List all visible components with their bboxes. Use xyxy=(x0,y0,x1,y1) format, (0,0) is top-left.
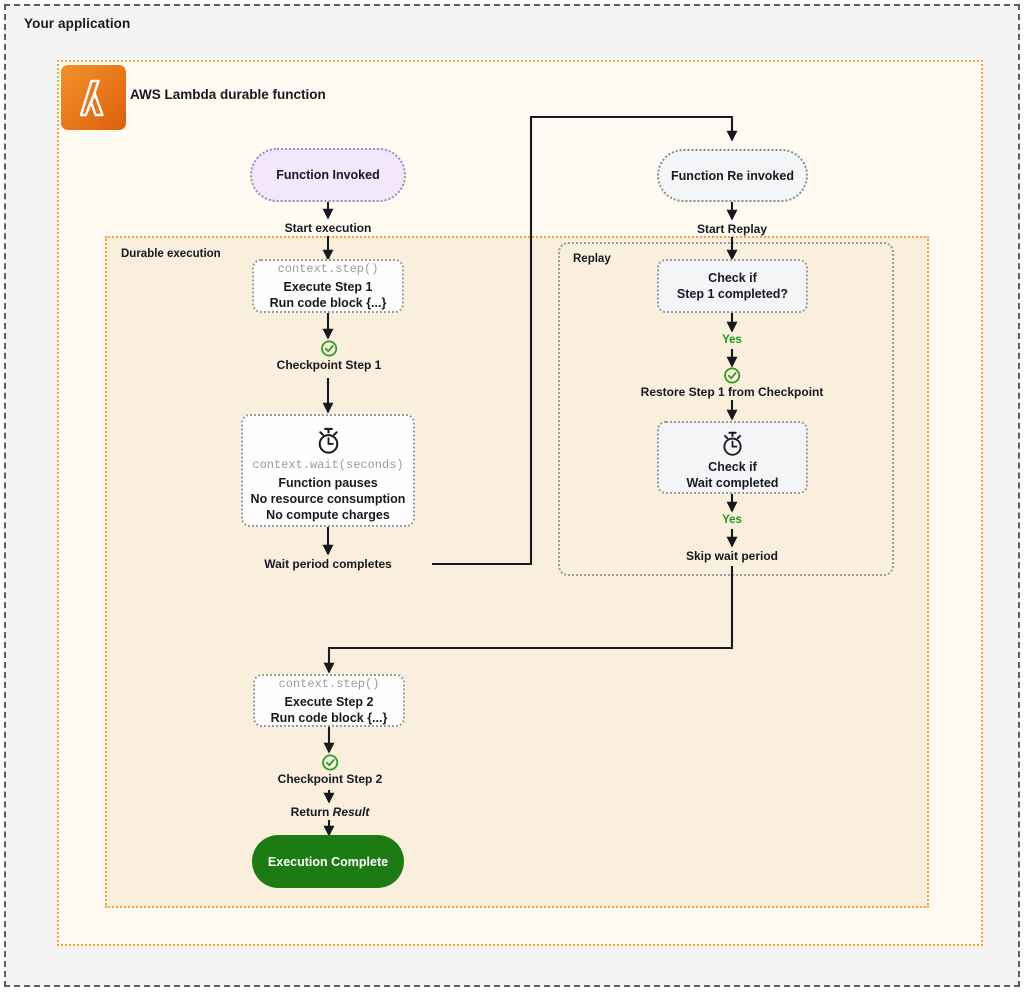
marker-checkpoint-step-2-label: Checkpoint Step 2 xyxy=(277,772,383,786)
node-context-wait-code: context.wait(seconds) xyxy=(252,458,404,472)
node-function-invoked-title: Function Invoked xyxy=(276,168,380,182)
stopwatch-icon xyxy=(315,426,342,457)
check-circle-icon xyxy=(320,340,338,357)
edge-label-start-replay: Start Replay xyxy=(696,222,768,236)
check-circle-icon xyxy=(723,367,741,384)
node-execute-step-1[interactable]: context.step() Execute Step 1 Run code b… xyxy=(252,259,404,313)
node-check-wait-line1: Check if xyxy=(708,460,757,474)
node-context-wait-line2: No resource consumption xyxy=(250,492,406,506)
node-execution-complete[interactable]: Execution Complete xyxy=(252,835,404,888)
lambda-function-label: AWS Lambda durable function xyxy=(130,87,326,102)
edge-label-wait-period-completes: Wait period completes xyxy=(264,557,392,571)
stopwatch-icon xyxy=(720,430,745,459)
group-durable-execution-label: Durable execution xyxy=(121,248,221,260)
node-execute-step-1-line2: Run code block {...} xyxy=(269,296,387,310)
node-context-wait-line3: No compute charges xyxy=(266,508,390,522)
node-function-reinvoked[interactable]: Function Re invoked xyxy=(657,149,808,202)
marker-checkpoint-step-1-label: Checkpoint Step 1 xyxy=(276,358,382,372)
node-execute-step-1-line1: Execute Step 1 xyxy=(283,280,373,294)
edge-label-skip-wait-period: Skip wait period xyxy=(685,549,779,563)
aws-lambda-icon xyxy=(61,65,126,130)
marker-checkpoint-step-1: Checkpoint Step 1 xyxy=(276,340,382,372)
group-replay-label: Replay xyxy=(573,253,611,265)
marker-checkpoint-step-2: Checkpoint Step 2 xyxy=(277,754,383,786)
node-context-wait[interactable]: context.wait(seconds) Function pauses No… xyxy=(241,414,415,527)
edge-label-return-result: Return Result xyxy=(291,805,370,819)
node-check-step-1-completed[interactable]: Check if Step 1 completed? xyxy=(657,259,808,313)
node-execute-step-2-line1: Execute Step 2 xyxy=(284,694,374,709)
marker-restore-step-1: Restore Step 1 from Checkpoint xyxy=(640,367,824,399)
node-function-invoked[interactable]: Function Invoked xyxy=(250,148,406,202)
node-execution-complete-title: Execution Complete xyxy=(267,854,389,869)
edge-label-start-execution: Start execution xyxy=(284,221,372,235)
check-circle-icon xyxy=(321,754,339,771)
marker-restore-step-1-label: Restore Step 1 from Checkpoint xyxy=(640,385,824,399)
edge-label-return-value: Result xyxy=(332,805,370,819)
node-check-wait-line2: Wait completed xyxy=(686,476,779,490)
node-execute-step-2[interactable]: context.step() Execute Step 2 Run code b… xyxy=(253,674,405,727)
node-check-step-1-line1: Check if xyxy=(708,271,757,285)
node-context-wait-line1: Function pauses xyxy=(278,476,378,490)
node-execute-step-2-code: context.step() xyxy=(278,676,380,691)
node-execute-step-2-line2: Run code block {...} xyxy=(270,710,388,725)
page-title: Your application xyxy=(24,16,131,31)
node-function-reinvoked-title: Function Re invoked xyxy=(671,168,794,183)
node-execute-step-1-code: context.step() xyxy=(277,262,379,276)
edge-label-yes-wait: Yes xyxy=(722,514,742,526)
edge-label-yes-step-1: Yes xyxy=(722,334,742,346)
lambda-function-container: AWS Lambda durable function Durable exec… xyxy=(57,60,983,946)
node-check-wait-completed[interactable]: Check if Wait completed xyxy=(657,421,808,494)
node-check-step-1-line2: Step 1 completed? xyxy=(676,287,789,301)
edge-label-return-prefix: Return xyxy=(290,805,333,819)
